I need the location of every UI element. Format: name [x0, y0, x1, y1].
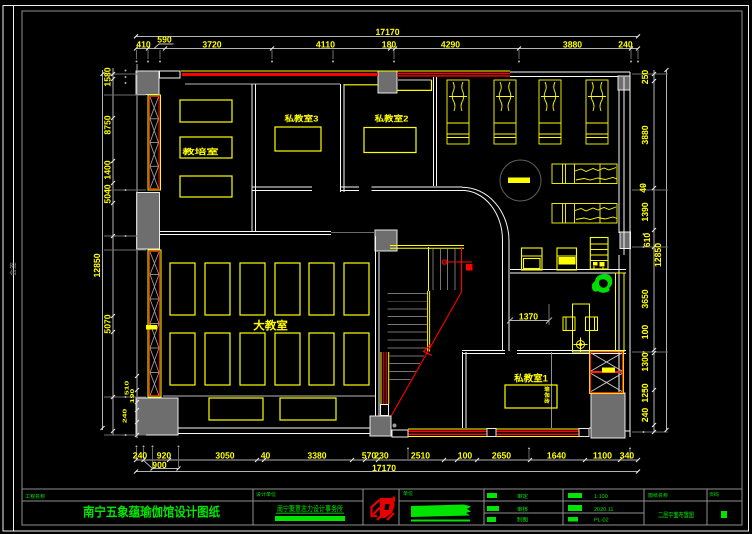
svg-text:伽: 伽 — [544, 392, 550, 399]
svg-text:4110: 4110 — [316, 40, 335, 50]
svg-text:40: 40 — [638, 183, 648, 193]
svg-text:页码: 页码 — [709, 492, 719, 498]
svg-text:设计单位: 设计单位 — [256, 491, 276, 498]
svg-text:900: 900 — [152, 460, 166, 470]
svg-text:1250: 1250 — [640, 383, 650, 402]
svg-text:1:100: 1:100 — [594, 494, 608, 500]
svg-text:4290: 4290 — [441, 40, 460, 50]
svg-text:340: 340 — [620, 451, 634, 461]
svg-text:二层平面布置图: 二层平面布置图 — [658, 511, 694, 520]
svg-text:3720: 3720 — [202, 40, 221, 50]
svg-text:230: 230 — [374, 451, 388, 461]
svg-text:17170: 17170 — [376, 27, 400, 37]
svg-text:3380: 3380 — [307, 451, 326, 461]
svg-text:610: 610 — [642, 233, 652, 247]
svg-text:3650: 3650 — [640, 289, 650, 308]
svg-text:240: 240 — [123, 409, 129, 423]
svg-text:私教室3: 私教室3 — [283, 114, 318, 124]
svg-text:250: 250 — [640, 70, 650, 84]
svg-text:190: 190 — [130, 389, 136, 403]
svg-text:510: 510 — [125, 381, 131, 395]
svg-text:单位: 单位 — [403, 490, 413, 497]
svg-text:5040: 5040 — [103, 184, 113, 203]
svg-text:1100: 1100 — [593, 451, 612, 461]
svg-text:180: 180 — [382, 40, 396, 50]
svg-text:2020.11: 2020.11 — [594, 507, 613, 513]
svg-text:1300: 1300 — [640, 352, 650, 371]
svg-text:240: 240 — [618, 40, 632, 50]
svg-text:2650: 2650 — [492, 451, 511, 461]
svg-text:1400: 1400 — [103, 160, 113, 179]
svg-text:南宁五象蕴瑜伽馆设计图纸: 南宁五象蕴瑜伽馆设计图纸 — [83, 505, 220, 520]
svg-text:工程名称: 工程名称 — [25, 493, 45, 500]
svg-text:PL-02: PL-02 — [594, 518, 609, 524]
svg-text:1370: 1370 — [519, 312, 538, 322]
svg-text:100: 100 — [640, 325, 650, 339]
svg-text:2510: 2510 — [411, 451, 430, 461]
svg-text:审定: 审定 — [517, 493, 529, 500]
svg-text:瑜: 瑜 — [544, 386, 550, 393]
svg-text:12850: 12850 — [653, 243, 663, 267]
svg-text:3880: 3880 — [563, 40, 582, 50]
svg-text:570: 570 — [362, 451, 376, 461]
svg-text:920: 920 — [157, 451, 171, 461]
svg-text:私教室2: 私教室2 — [373, 114, 408, 124]
svg-text:17170: 17170 — [372, 463, 396, 473]
svg-text:私教室1: 私教室1 — [513, 373, 549, 385]
svg-text:会签: 会签 — [10, 262, 18, 276]
svg-text:审核: 审核 — [517, 506, 529, 513]
svg-text:图纸名称: 图纸名称 — [648, 492, 668, 499]
svg-text:240: 240 — [133, 451, 147, 461]
svg-text:590: 590 — [157, 35, 171, 45]
svg-text:100: 100 — [458, 451, 472, 461]
svg-text:3880: 3880 — [640, 125, 650, 144]
svg-text:砖: 砖 — [544, 398, 550, 405]
svg-text:8750: 8750 — [103, 115, 113, 134]
svg-text:40: 40 — [261, 451, 271, 461]
svg-text:3050: 3050 — [215, 451, 234, 461]
svg-text:1640: 1640 — [547, 451, 566, 461]
svg-text:南宁聚意志力设计事务所: 南宁聚意志力设计事务所 — [277, 505, 343, 514]
svg-text:1390: 1390 — [640, 202, 650, 221]
svg-text:制图: 制图 — [517, 517, 529, 524]
svg-text:大教室: 大教室 — [253, 319, 288, 333]
svg-text:教培室: 教培室 — [181, 148, 219, 157]
svg-text:5070: 5070 — [103, 314, 113, 333]
svg-text:1580: 1580 — [103, 67, 113, 86]
svg-text:12850: 12850 — [92, 254, 102, 278]
svg-text:410: 410 — [136, 40, 150, 50]
svg-text:240: 240 — [640, 408, 650, 422]
